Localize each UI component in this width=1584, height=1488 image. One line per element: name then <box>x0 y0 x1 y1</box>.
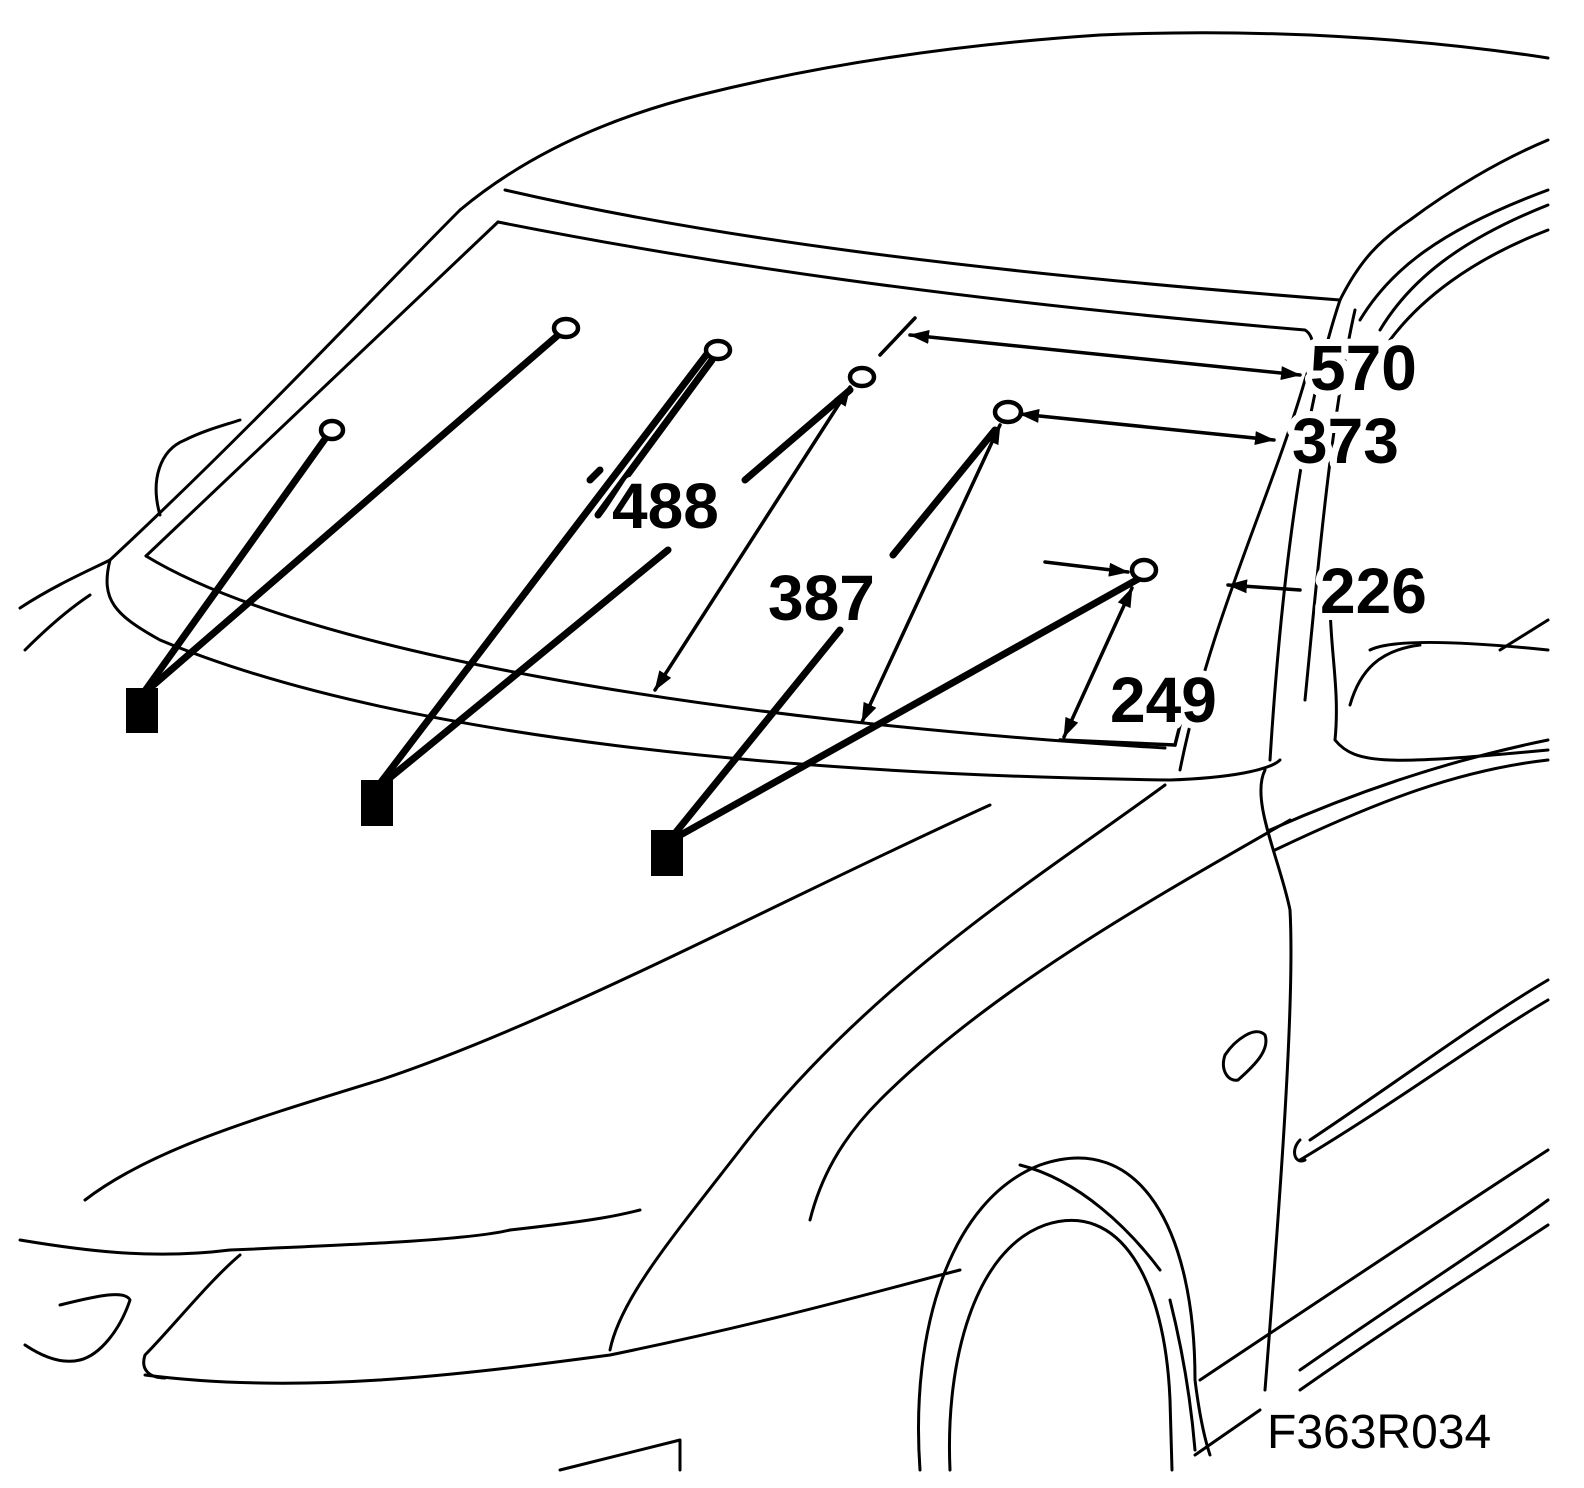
wire-a3-h5 <box>664 626 844 846</box>
dim-line-373 <box>1018 408 1276 446</box>
wire-a3-h6 <box>664 574 1144 846</box>
anchor-points <box>126 688 683 876</box>
label-226: 226 <box>1320 555 1427 627</box>
label-373: 373 <box>1292 405 1399 477</box>
anchor-1 <box>126 688 158 733</box>
dim-line-249 <box>1062 586 1134 739</box>
hook-4 <box>847 365 877 389</box>
anchor-3 <box>651 830 683 876</box>
figure-code: F363R034 <box>1267 1406 1491 1459</box>
dimension-labels: 570 373 488 387 226 249 <box>605 325 1434 743</box>
anchor-wires <box>138 326 1144 846</box>
wire-a2-h4 <box>371 546 672 794</box>
hook-6 <box>1129 557 1159 583</box>
hook-3 <box>703 338 733 362</box>
anchor-2 <box>361 780 393 826</box>
dim-line-488 <box>653 385 852 692</box>
dim-line-570 <box>908 329 1302 381</box>
car-body-outline <box>18 31 1550 1472</box>
hook-5 <box>992 399 1024 425</box>
wire-a2-h3 <box>371 346 714 794</box>
dimension-lines <box>653 316 1302 747</box>
hook-1 <box>318 418 346 442</box>
label-488: 488 <box>612 470 719 542</box>
dim-line-387 <box>860 423 1002 724</box>
hook-points <box>318 316 1159 583</box>
label-249: 249 <box>1110 664 1217 736</box>
hook-2 <box>551 316 581 340</box>
label-570: 570 <box>1310 332 1417 404</box>
wire-a1-h1 <box>138 428 334 699</box>
wire-a1-h2 <box>138 326 568 699</box>
label-387: 387 <box>768 562 875 634</box>
dim-line-226 <box>1226 579 1302 594</box>
